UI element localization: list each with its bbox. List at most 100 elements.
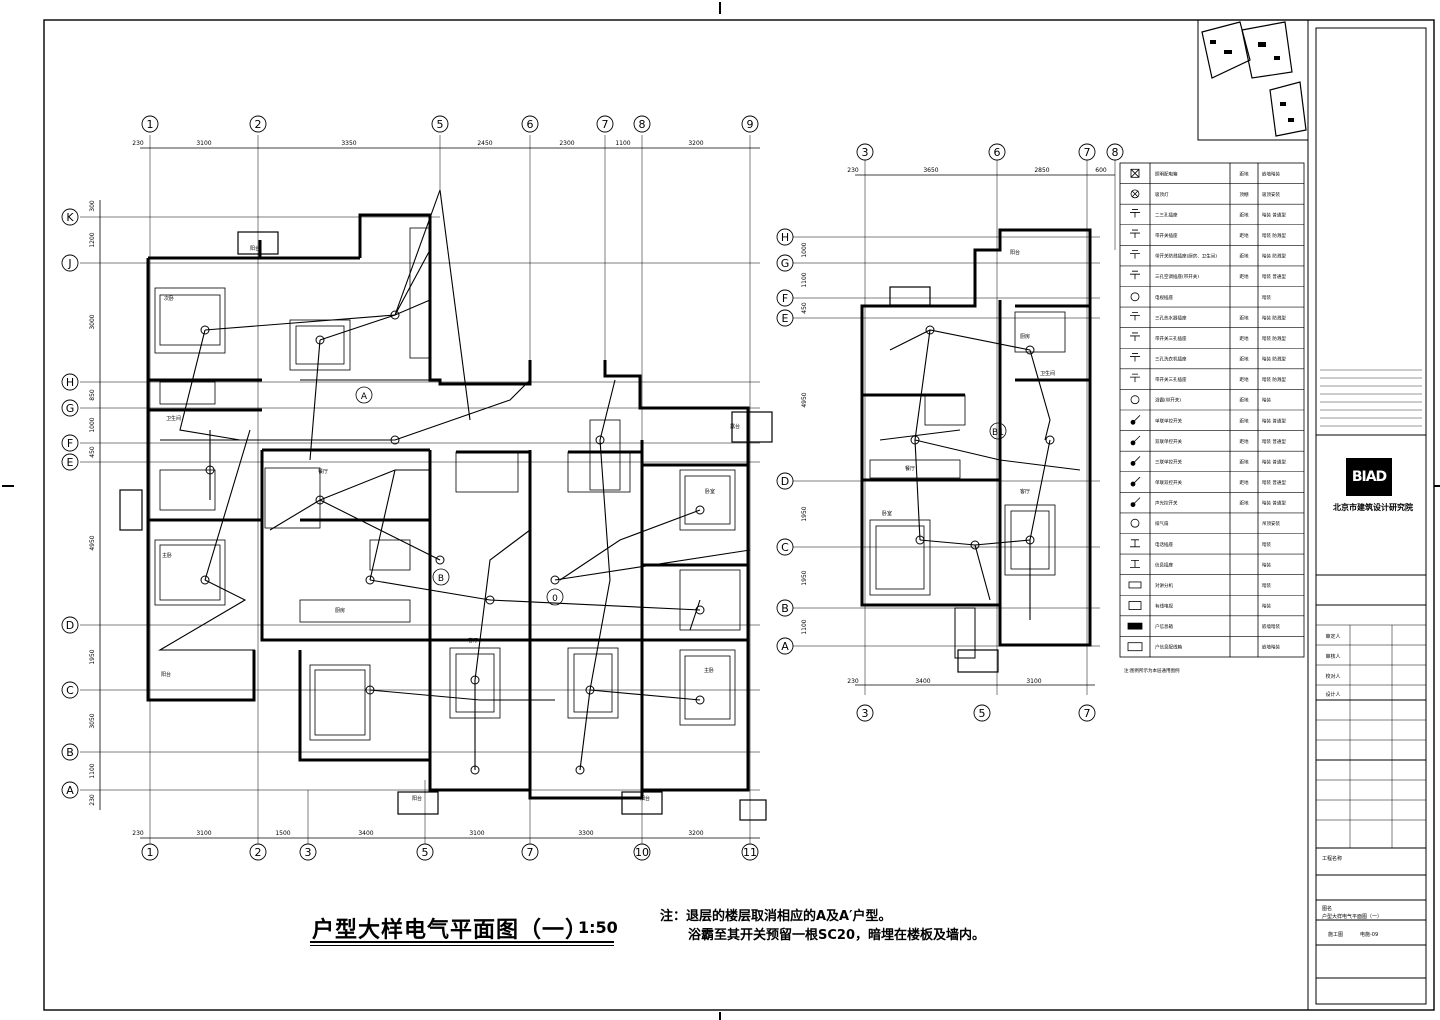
dim-bottom: 3100 <box>196 830 211 837</box>
r-dim-left: 450 <box>801 302 808 314</box>
axis-bottom-7-bubble <box>521 843 539 861</box>
drawing-title: 户型大样电气平面图（一） <box>312 918 589 943</box>
legend-symbol-socket-icon <box>1130 373 1140 383</box>
axis-left-J-bubble <box>61 254 79 272</box>
legend-symbol-socket-icon <box>1130 209 1140 218</box>
r-axis-top-8: 8 <box>1112 146 1119 159</box>
r-room-label: 卫生间 <box>1040 370 1055 377</box>
legend-spec: 顶棚 <box>1240 191 1249 198</box>
axis-left-H-bubble <box>61 373 79 391</box>
r-axis-left-E-bubble <box>776 309 794 327</box>
axis-top-1: 1 <box>147 118 154 131</box>
axis-bottom-1-bubble <box>141 843 159 861</box>
legend-name: 双联单控开关 <box>1155 438 1182 445</box>
tb-stage: 施工图 <box>1328 931 1343 938</box>
axis-top-7: 7 <box>602 118 609 131</box>
title-underline-thin <box>310 945 614 946</box>
legend-name: 单联双控开关 <box>1155 479 1182 486</box>
legend-symbol-socket-icon <box>1130 270 1140 280</box>
room-label: 餐厅 <box>318 468 328 475</box>
legend-note: 暗装 普通型 <box>1262 479 1286 486</box>
r-axis-bottom-3: 3 <box>862 707 869 720</box>
axis-top-9-bubble <box>741 115 759 133</box>
legend-note: 吊顶安装 <box>1262 520 1280 527</box>
dim-top: 3350 <box>341 140 356 147</box>
r-axis-left-C: C <box>781 541 789 554</box>
legend-footer: 注:图例所示为本层通用图例 <box>1124 667 1180 674</box>
legend-spec: 距地 <box>1240 458 1249 465</box>
axis-left-A-bubble <box>61 781 79 799</box>
tb-drawing-no: 电施-09 <box>1360 931 1378 938</box>
legend-spec: 距地 <box>1240 211 1249 218</box>
axis-left-C-bubble <box>61 681 79 699</box>
r-axis-left-G-bubble <box>776 254 794 272</box>
r-axis-bottom-7: 7 <box>1084 707 1091 720</box>
dim-left: 3000 <box>89 314 96 329</box>
r-dim-left: 1000 <box>801 242 808 257</box>
axis-left-C: C <box>66 684 74 697</box>
legend-name: 带开关防溅插座(厨房、卫生间) <box>1155 253 1217 260</box>
legend-note: 暗装 防溅型 <box>1262 232 1286 239</box>
r-dim-top: 600 <box>1095 167 1107 174</box>
r-axis-top-3: 3 <box>862 146 869 159</box>
legend-symbol-circle-icon <box>1130 518 1140 528</box>
r-axis-top-7: 7 <box>1084 146 1091 159</box>
dim-left: 850 <box>89 389 96 401</box>
legend-note: 暗装 普通型 <box>1262 458 1286 465</box>
legend-symbol-switch-icon <box>1130 435 1141 446</box>
legend-symbol-phone-icon <box>1130 559 1140 568</box>
room-label: 露台 <box>730 423 740 430</box>
r-dim-top: 230 <box>847 167 859 174</box>
legend-note: 暗装 普通型 <box>1262 417 1286 424</box>
axis-bottom-2: 2 <box>255 846 262 859</box>
r-axis-left-B: B <box>781 602 789 615</box>
axis-bottom-1: 1 <box>147 846 154 859</box>
tb-drawing-label: 图名 <box>1322 905 1332 912</box>
axis-bottom-5-bubble <box>416 843 434 861</box>
legend-note: 暗装 普通型 <box>1262 211 1286 218</box>
axis-left-K-bubble <box>61 208 79 226</box>
axis-left-G: G <box>66 402 75 415</box>
axis-left-J: J <box>67 257 71 270</box>
axis-top-6-bubble <box>521 115 539 133</box>
axis-top-6: 6 <box>527 118 534 131</box>
r-axis-bottom-7-bubble <box>1078 704 1096 722</box>
legend-note: 嵌墙暗装 <box>1262 623 1280 630</box>
axis-bottom-2-bubble <box>249 843 267 861</box>
legend-symbol-switch-icon <box>1130 415 1141 425</box>
legend-note: 暗装 <box>1262 541 1271 548</box>
axis-top-8: 8 <box>639 118 646 131</box>
tb-designed: 设计人 <box>1325 691 1340 698</box>
r-dim-left: 1950 <box>801 570 808 585</box>
legend-note: 嵌墙暗装 <box>1262 644 1280 651</box>
legend-name: 电话插座 <box>1155 541 1173 548</box>
dim-left: 1000 <box>89 417 96 432</box>
legend-name: 户信息箱 <box>1155 623 1173 630</box>
axis-bottom-11: 11 <box>743 846 757 859</box>
unit-tag-0: 0 <box>552 594 558 604</box>
legend-note: 暗装 防溅型 <box>1262 253 1286 260</box>
r-axis-left-A: A <box>781 640 789 653</box>
legend-name: 对讲分机 <box>1155 582 1173 589</box>
dim-left: 1950 <box>89 649 96 664</box>
r-axis-left-H: H <box>781 231 789 244</box>
unit-tag-B: B <box>438 574 444 584</box>
dim-bottom: 1500 <box>275 830 290 837</box>
legend-note: 暗装 防溅型 <box>1262 376 1286 383</box>
axis-bottom-3-bubble <box>299 843 317 861</box>
dim-top: 2450 <box>477 140 492 147</box>
title-block <box>1307 19 1435 1011</box>
axis-left-D: D <box>66 619 74 632</box>
legend-spec: 距地 <box>1240 376 1249 383</box>
r-axis-left-D: D <box>781 475 789 488</box>
dim-bottom: 3200 <box>688 830 703 837</box>
r-room-label: 餐厅 <box>905 465 915 472</box>
axis-top-5: 5 <box>437 118 444 131</box>
drawing-scale: 1:50 <box>578 918 618 937</box>
room-label: 阳台 <box>161 671 171 678</box>
legend-spec: 距地 <box>1240 335 1249 342</box>
dim-left: 4950 <box>89 535 96 550</box>
legend-symbol-switch-icon <box>1130 497 1141 508</box>
